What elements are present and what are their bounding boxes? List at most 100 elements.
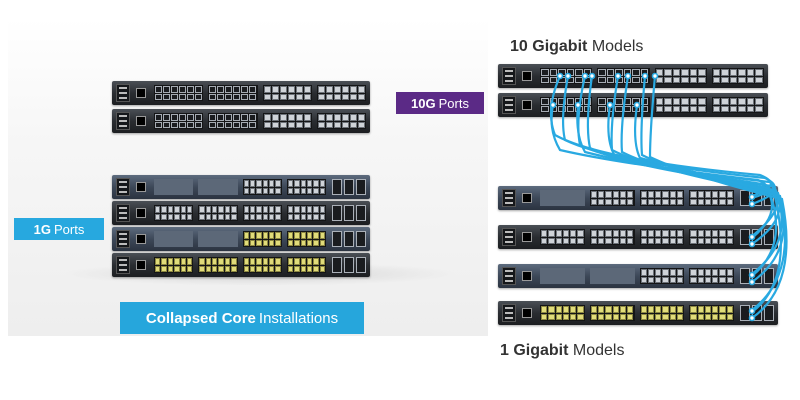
switch-ear [502, 189, 516, 207]
switch-ear [502, 267, 516, 285]
right-1g-switch-1 [498, 186, 778, 210]
label-1g-ports: 1G Ports [14, 218, 104, 240]
switch-ear [502, 96, 516, 114]
console-port [522, 100, 532, 110]
port-group [262, 113, 312, 129]
uplink-ports [332, 179, 366, 195]
port-group [654, 68, 707, 84]
switch-ear [502, 67, 516, 85]
port-group [689, 190, 734, 206]
port-group [639, 190, 685, 206]
heading-1-gigabit-models: 1 Gigabit Models [500, 342, 624, 360]
heading-1-gigabit-rest: Models [572, 342, 625, 359]
sfp-port-group [540, 97, 593, 113]
sfp-port-group [208, 85, 258, 101]
port-group [154, 205, 194, 221]
cable [576, 103, 773, 240]
right-1g-switch-4 [498, 301, 778, 325]
port-group [689, 268, 734, 284]
port-group [689, 229, 734, 245]
heading-1-gigabit-bold: 1 Gigabit [500, 342, 569, 359]
label-10g-ports-bold: 10G [411, 95, 436, 111]
left-1g-switch-2 [112, 201, 370, 225]
port-group [654, 97, 707, 113]
right-1g-switch-2 [498, 225, 778, 249]
right-10g-switch-2 [498, 93, 768, 117]
port-group [711, 97, 764, 113]
switch-ear [116, 256, 130, 274]
left-1g-switch-4 [112, 253, 370, 277]
blank-panel [198, 179, 238, 195]
sfp-port-group [540, 68, 593, 84]
blank-panel [154, 179, 194, 195]
console-port [136, 234, 146, 244]
uplink-ports [332, 257, 366, 273]
console-port [136, 116, 146, 126]
blank-panel [154, 231, 194, 247]
port-group [639, 229, 685, 245]
switch-ear [116, 230, 130, 248]
console-port [522, 71, 532, 81]
switch-ear [116, 178, 130, 196]
poe-port-group [286, 257, 326, 273]
port-group [286, 179, 326, 195]
left-1g-switch-3 [112, 227, 370, 251]
label-1g-ports-bold: 1G [33, 221, 51, 237]
console-port [522, 193, 532, 203]
label-10g-ports-rest: Ports [438, 95, 469, 111]
poe-port-group [540, 305, 585, 321]
sfp-port-group [154, 85, 204, 101]
left-10g-switch-2 [112, 109, 370, 133]
poe-port-group [242, 231, 282, 247]
poe-port-group [589, 305, 635, 321]
uplink-ports [332, 231, 366, 247]
sfp-port-group [597, 97, 650, 113]
switch-ear [116, 84, 130, 102]
sfp-port-group [597, 68, 650, 84]
poe-port-group [154, 257, 194, 273]
poe-port-group [242, 257, 282, 273]
blank-panel [198, 231, 238, 247]
cable [550, 103, 769, 200]
switch-ear [502, 228, 516, 246]
left-1g-switch-1 [112, 175, 370, 199]
uplink-ports [740, 305, 774, 321]
console-port [136, 208, 146, 218]
port-group [286, 205, 326, 221]
switch-ear [116, 112, 130, 130]
port-group [242, 205, 282, 221]
console-port [136, 260, 146, 270]
uplink-ports [332, 205, 366, 221]
label-collapsed-core-rest: Installations [258, 309, 339, 327]
port-group [316, 113, 366, 129]
switch-ear [116, 204, 130, 222]
left-10g-switch-1 [112, 81, 370, 105]
uplink-ports [740, 268, 774, 284]
port-group [711, 68, 764, 84]
switch-ear [502, 304, 516, 322]
poe-port-group [286, 231, 326, 247]
label-collapsed-core: Collapsed Core Installations [120, 302, 364, 334]
port-group [540, 229, 585, 245]
label-collapsed-core-bold: Collapsed Core [145, 309, 256, 327]
blank-panel [589, 268, 635, 284]
blank-panel [540, 190, 585, 206]
heading-10-gigabit-rest: Models [591, 38, 644, 55]
sfp-port-group [208, 113, 258, 129]
poe-port-group [639, 305, 685, 321]
poe-port-group [689, 305, 734, 321]
console-port [136, 182, 146, 192]
console-port [522, 232, 532, 242]
port-group [262, 85, 312, 101]
port-group [639, 268, 685, 284]
sfp-port-group [154, 113, 204, 129]
console-port [136, 88, 146, 98]
uplink-ports [740, 190, 774, 206]
right-1g-switch-3 [498, 264, 778, 288]
console-port [522, 271, 532, 281]
port-group [242, 179, 282, 195]
right-10g-switch-1 [498, 64, 768, 88]
heading-10-gigabit-models: 10 Gigabit Models [510, 38, 643, 56]
blank-panel [540, 268, 585, 284]
port-group [589, 229, 635, 245]
